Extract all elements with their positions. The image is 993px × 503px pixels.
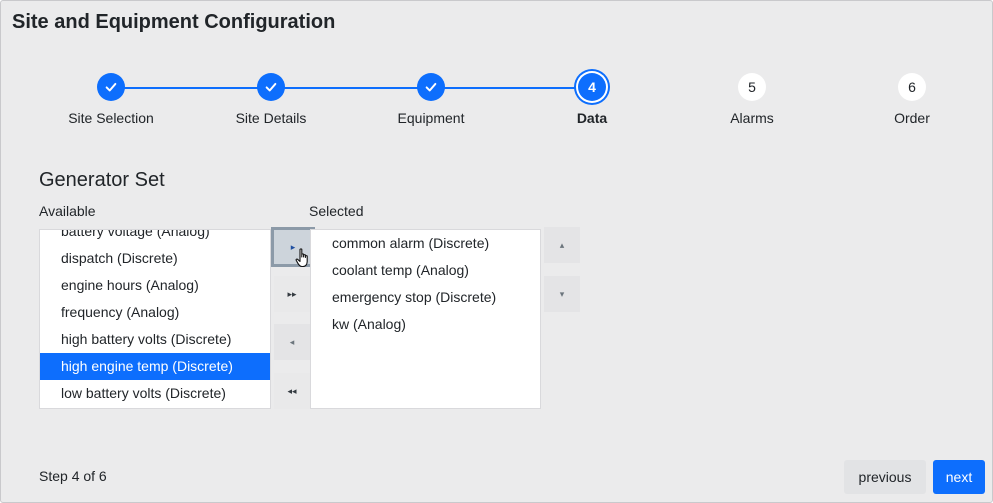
check-icon [97,73,125,101]
move-up-button[interactable]: ▴ [544,227,580,263]
hand-cursor-icon [295,248,308,268]
list-item[interactable]: emergency stop (Discrete) [332,289,497,305]
wizard-stepper: Site Selection Site Details Equipment 4 … [1,71,993,141]
list-item[interactable]: coolant temp (Analog) [332,262,469,278]
list-item[interactable]: high battery volts (Discrete) [61,331,232,347]
step-number: 4 [578,73,606,101]
step-alarms[interactable]: 5 Alarms [672,71,832,126]
double-arrow-right-icon: ▸▸ [287,288,297,299]
step-number: 5 [738,73,766,101]
step-indicator-text: Step 4 of 6 [39,468,107,484]
list-item[interactable]: common alarm (Discrete) [332,235,490,251]
move-left-button[interactable]: ◂ [274,324,310,360]
step-site-selection[interactable]: Site Selection [31,71,191,126]
step-equipment[interactable]: Equipment [351,71,511,126]
step-label: Alarms [730,110,774,126]
available-listbox[interactable]: battery voltage (Analog) dispatch (Discr… [39,229,271,409]
available-label: Available [39,203,96,219]
selected-label: Selected [309,203,364,219]
arrow-down-icon: ▾ [559,288,565,299]
move-down-button[interactable]: ▾ [544,276,580,312]
step-data[interactable]: 4 Data [512,71,672,126]
list-item[interactable]: dispatch (Discrete) [61,250,178,266]
next-button[interactable]: next [933,460,985,494]
move-all-left-button[interactable]: ◂◂ [274,373,310,409]
step-number: 6 [898,73,926,101]
check-icon [257,73,285,101]
arrow-right-icon: ▸ [290,241,296,252]
list-item[interactable]: kw (Analog) [332,316,406,332]
step-site-details[interactable]: Site Details [191,71,351,126]
step-label: Data [576,110,608,126]
arrow-left-icon: ◂ [289,336,295,347]
arrow-up-icon: ▴ [559,239,565,250]
step-label: Order [894,110,930,126]
double-arrow-left-icon: ◂◂ [287,385,297,396]
previous-button[interactable]: previous [844,460,926,494]
section-title: Generator Set [39,169,165,191]
step-label: Site Details [235,110,307,126]
step-label: Site Selection [68,110,154,126]
stepper-progress-line [111,87,592,89]
list-item[interactable]: low battery volts (Discrete) [61,385,226,401]
selected-listbox[interactable]: common alarm (Discrete) coolant temp (An… [310,229,541,409]
list-item[interactable]: engine hours (Analog) [61,277,199,293]
list-item-selected[interactable]: high engine temp (Discrete) [40,353,270,380]
list-item[interactable]: battery voltage (Analog) [61,229,210,239]
page-title: Site and Equipment Configuration [12,11,336,33]
check-icon [417,73,445,101]
step-order[interactable]: 6 Order [832,71,992,126]
move-all-right-button[interactable]: ▸▸ [274,276,310,312]
step-label: Equipment [397,110,465,126]
list-item[interactable]: frequency (Analog) [61,304,180,320]
